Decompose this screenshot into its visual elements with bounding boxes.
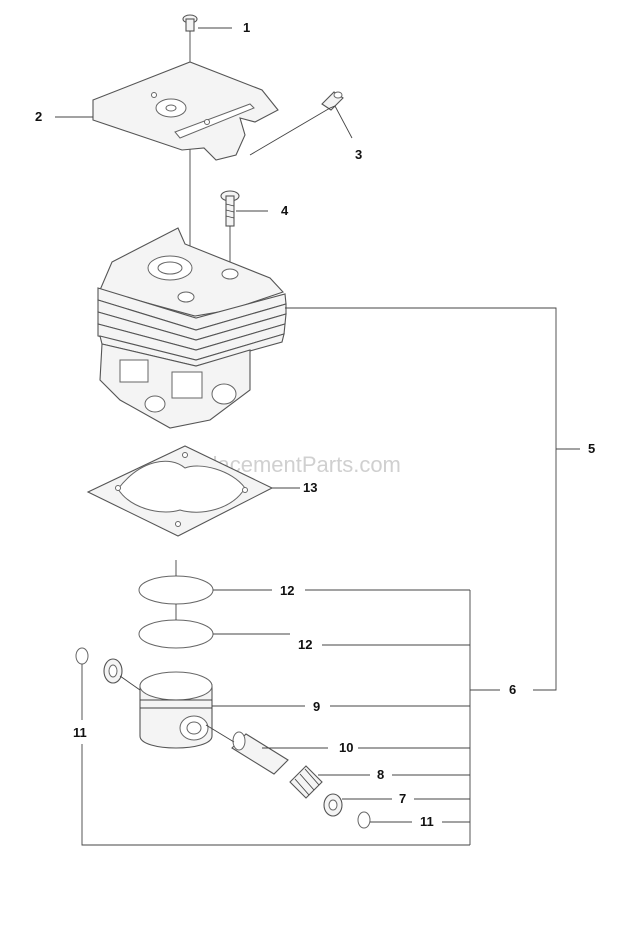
part-bearing-8[interactable] <box>289 765 323 799</box>
callout-13[interactable]: 13 <box>303 480 317 495</box>
part-washer-7[interactable] <box>323 793 343 817</box>
part-plate-2[interactable] <box>92 61 279 161</box>
callout-6[interactable]: 6 <box>509 682 516 697</box>
part-bolt-4[interactable] <box>220 190 240 227</box>
callout-2[interactable]: 2 <box>35 109 42 124</box>
callout-10[interactable]: 10 <box>339 740 353 755</box>
part-clip-11-right[interactable] <box>357 811 371 829</box>
callout-7[interactable]: 7 <box>399 791 406 806</box>
callout-1[interactable]: 1 <box>243 20 250 35</box>
leader-5 <box>285 307 557 691</box>
callout-11b[interactable]: 11 <box>420 814 434 829</box>
part-clip-11-left[interactable] <box>75 647 89 665</box>
callout-4[interactable]: 4 <box>281 203 289 218</box>
part-screw-1[interactable] <box>182 14 198 32</box>
part-washer-left[interactable] <box>103 658 123 684</box>
part-piston-9[interactable] <box>139 671 213 749</box>
part-ring-12a[interactable] <box>138 575 214 605</box>
leader-3 <box>249 105 353 156</box>
callout-12b[interactable]: 12 <box>298 637 312 652</box>
part-cylinder-5[interactable] <box>97 227 287 429</box>
callout-8[interactable]: 8 <box>377 767 384 782</box>
part-pin-3[interactable] <box>321 91 344 111</box>
callout-3[interactable]: 3 <box>355 147 362 162</box>
part-ring-12b[interactable] <box>138 619 214 649</box>
callout-11a[interactable]: 11 <box>73 725 87 740</box>
callout-9[interactable]: 9 <box>313 699 320 714</box>
callout-12a[interactable]: 12 <box>280 583 294 598</box>
part-piston-pin-10[interactable] <box>231 731 289 775</box>
callout-5[interactable]: 5 <box>588 441 595 456</box>
